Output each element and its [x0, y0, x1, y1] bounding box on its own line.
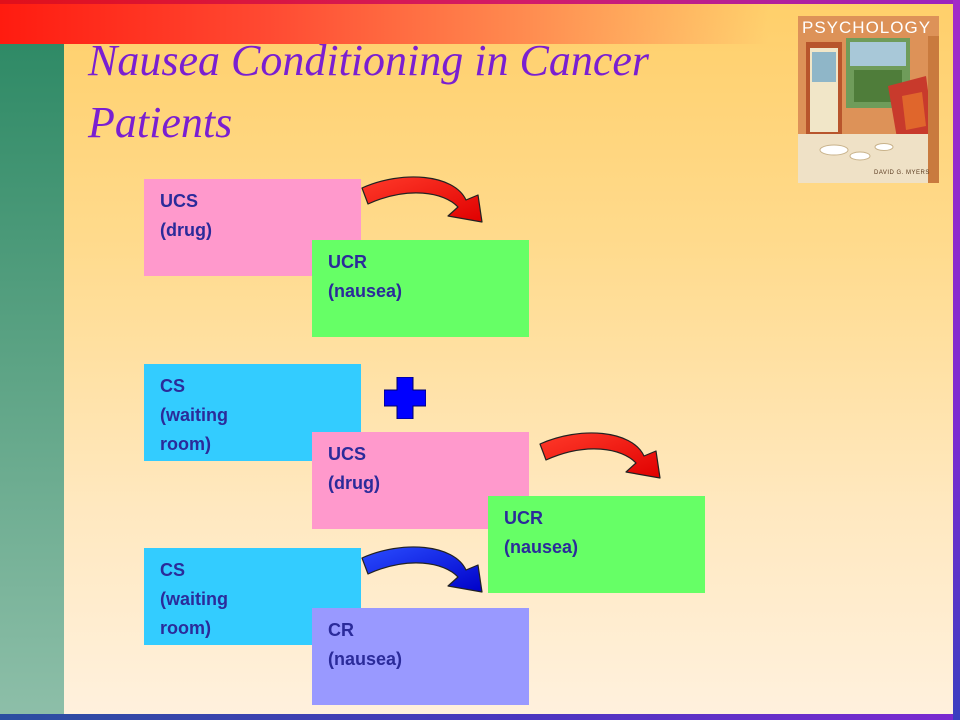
box-sublabel: (nausea): [504, 537, 579, 557]
cr-nausea-box: CR (nausea): [312, 608, 529, 705]
curved-arrow-icon: [536, 430, 666, 480]
box-label: CR: [328, 620, 354, 640]
ucr-nausea-box: UCR (nausea): [312, 240, 529, 337]
bottom-border: [0, 714, 960, 720]
box-sublabel: (nausea): [328, 281, 403, 301]
curved-arrow-icon: [358, 174, 488, 224]
plus-icon: [384, 377, 426, 419]
box-sublabel: (drug): [328, 473, 380, 493]
box-label: CS: [160, 376, 186, 396]
box-label: UCR: [328, 252, 367, 272]
right-border: [953, 0, 960, 720]
book-cover-author: DAVID G. MYERS: [874, 170, 930, 176]
box-label: UCS: [328, 444, 367, 464]
box-sublabel: (waiting: [160, 589, 228, 609]
left-sidebar-bar: [0, 44, 64, 720]
curved-arrow-icon: [358, 544, 488, 594]
box-label: CS: [160, 560, 186, 580]
slide-title: Nausea Conditioning in Cancer Patients: [88, 36, 649, 147]
book-cover-title: PSYCHOLOGY: [802, 18, 932, 37]
book-cover-image: PSYCHOLOGY DAVID G. MYERS: [798, 16, 939, 183]
box-sublabel: room): [160, 434, 211, 454]
top-border: [0, 0, 960, 4]
box-sublabel: (nausea): [328, 649, 403, 669]
ucr-nausea-box: UCR (nausea): [488, 496, 705, 593]
box-sublabel: (drug): [160, 220, 212, 240]
book-cover-art: [798, 16, 939, 183]
box-sublabel: room): [160, 618, 211, 638]
box-label: UCS: [160, 191, 199, 211]
box-sublabel: (waiting: [160, 405, 228, 425]
box-label: UCR: [504, 508, 543, 528]
